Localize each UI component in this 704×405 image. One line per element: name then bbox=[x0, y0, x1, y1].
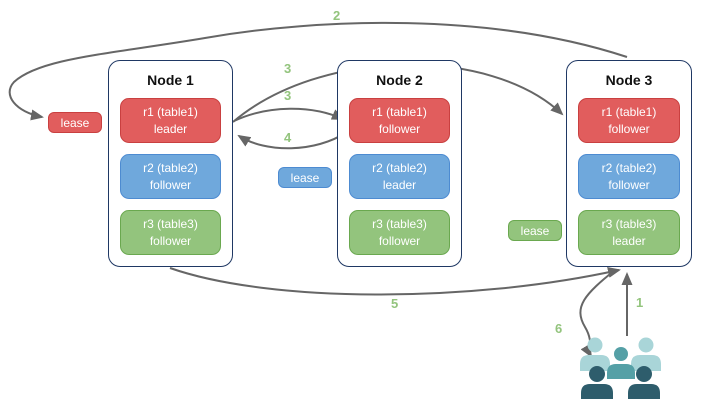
arrow-5-node1-to-node3 bbox=[169, 267, 621, 296]
node-3-card: Node 3 r1 (table1) follower r2 (table2) … bbox=[566, 60, 692, 267]
replica-name: r3 (table3) bbox=[143, 217, 198, 232]
node1-replica-r3: r3 (table3) follower bbox=[120, 210, 221, 255]
step-3b-label: 3 bbox=[284, 88, 292, 103]
node-2-card: Node 2 r1 (table1) follower r2 (table2) … bbox=[337, 60, 462, 267]
replica-role: leader bbox=[153, 121, 188, 136]
replica-name: r3 (table3) bbox=[372, 217, 427, 232]
user-light-right bbox=[631, 337, 661, 371]
node2-replica-r2: r2 (table2) leader bbox=[349, 154, 450, 199]
replica-name: r1 (table1) bbox=[372, 105, 427, 120]
replica-role: follower bbox=[608, 121, 650, 136]
users-group-icon bbox=[570, 332, 662, 405]
replica-role: follower bbox=[608, 177, 650, 192]
node2-replica-r1: r1 (table1) follower bbox=[349, 98, 450, 143]
step-1-label: 1 bbox=[636, 295, 644, 310]
node3-replica-r2: r2 (table2) follower bbox=[578, 154, 680, 199]
replica-role: follower bbox=[378, 121, 421, 136]
replica-name: r3 (table3) bbox=[601, 217, 657, 232]
replica-role: leader bbox=[612, 233, 646, 248]
replica-role: follower bbox=[149, 233, 192, 248]
step-4-label: 4 bbox=[284, 130, 292, 145]
node3-replica-r1: r1 (table1) follower bbox=[578, 98, 680, 143]
lease-tag-r2: lease bbox=[278, 167, 332, 188]
lease-tag-r3: lease bbox=[508, 220, 562, 241]
replica-name: r2 (table2) bbox=[601, 161, 657, 176]
arrow-4-node2-to-node1 bbox=[237, 131, 348, 150]
replica-role: leader bbox=[382, 177, 417, 192]
user-dark-left bbox=[581, 366, 613, 399]
replica-name: r2 (table2) bbox=[372, 161, 427, 176]
user-light-left bbox=[580, 337, 610, 371]
replica-role: follower bbox=[378, 233, 421, 248]
user-medium-center bbox=[607, 347, 635, 379]
node-3-title: Node 3 bbox=[605, 72, 653, 88]
lease-tag-r1: lease bbox=[48, 112, 102, 133]
replica-name: r1 (table1) bbox=[601, 105, 657, 120]
user-dark-right bbox=[628, 366, 660, 399]
node-2-title: Node 2 bbox=[376, 72, 423, 88]
node3-replica-r3: r3 (table3) leader bbox=[578, 210, 680, 255]
node1-replica-r2: r2 (table2) follower bbox=[120, 154, 221, 199]
node-1-title: Node 1 bbox=[147, 72, 194, 88]
node2-replica-r3: r3 (table3) follower bbox=[349, 210, 450, 255]
step-2-label: 2 bbox=[333, 8, 341, 23]
step-6-label: 6 bbox=[555, 321, 563, 336]
step-3a-label: 3 bbox=[284, 61, 292, 76]
replica-name: r2 (table2) bbox=[143, 161, 198, 176]
node1-replica-r1: r1 (table1) leader bbox=[120, 98, 221, 143]
replica-name: r1 (table1) bbox=[143, 105, 198, 120]
arrow-2-node3-to-lease1 bbox=[8, 21, 628, 121]
node-1-card: Node 1 r1 (table1) leader r2 (table2) fo… bbox=[108, 60, 233, 267]
replica-role: follower bbox=[149, 177, 192, 192]
step-5-label: 5 bbox=[391, 296, 399, 311]
arrow-3-node1-to-node2 bbox=[233, 107, 345, 122]
